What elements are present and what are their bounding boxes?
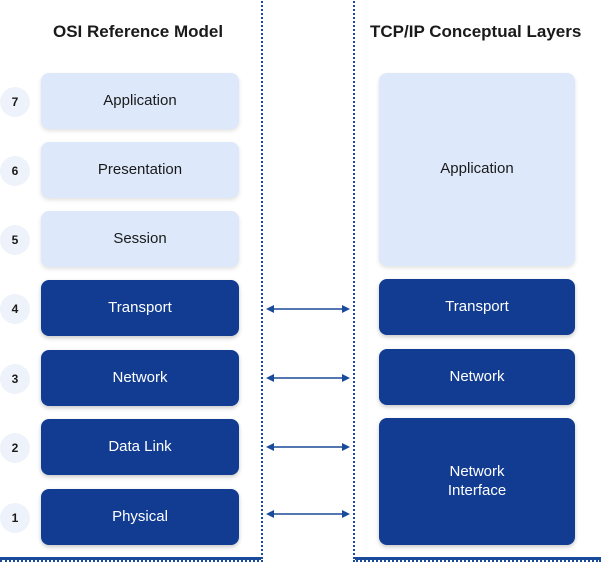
osi-panel-title: OSI Reference Model bbox=[53, 22, 224, 41]
tcpip-layer-network-label: Network bbox=[449, 367, 505, 385]
osi-layer-transport: Transport bbox=[41, 280, 239, 336]
osi-layer-data-link-label: Data Link bbox=[108, 437, 172, 455]
osi-layer-session-label: Session bbox=[113, 229, 167, 247]
tcpip-layer-network-interface-label: Network Interface bbox=[448, 463, 506, 501]
network-mapping-arrow-icon bbox=[266, 374, 350, 382]
tcpip-layer-transport-label: Transport bbox=[445, 297, 509, 315]
osi-layer-data-link: Data Link bbox=[41, 419, 239, 475]
osi-layer-network: Network bbox=[41, 350, 239, 406]
osi-layer-7-number: 7 bbox=[0, 87, 30, 117]
osi-layer-application: Application bbox=[41, 73, 239, 129]
tcpip-layer-application-label: Application bbox=[440, 160, 514, 178]
tcpip-layer-network: Network bbox=[379, 349, 575, 405]
tcpip-panel-bottom-rule bbox=[355, 557, 601, 560]
osi-layer-physical: Physical bbox=[41, 489, 239, 545]
tcpip-layer-transport: Transport bbox=[379, 279, 575, 335]
transport-mapping-arrow-icon bbox=[266, 305, 350, 313]
tcpip-layer-network-interface: Network Interface bbox=[379, 418, 575, 545]
tcpip-layer-network-interface-label-line1: Network bbox=[449, 462, 505, 480]
osi-layer-application-label: Application bbox=[103, 91, 177, 109]
physical-mapping-arrow-icon bbox=[266, 510, 350, 518]
osi-layer-4-number: 4 bbox=[0, 294, 30, 324]
osi-layer-network-label: Network bbox=[112, 368, 168, 386]
osi-layer-1-number: 1 bbox=[0, 503, 30, 533]
osi-layer-presentation-label: Presentation bbox=[97, 160, 183, 178]
osi-layer-session: Session bbox=[41, 211, 239, 267]
osi-panel-bottom-rule bbox=[0, 557, 261, 560]
osi-layer-6-number: 6 bbox=[0, 156, 30, 186]
osi-layer-5-number: 5 bbox=[0, 225, 30, 255]
tcpip-layer-application: Application bbox=[379, 73, 575, 266]
osi-layer-physical-label: Physical bbox=[112, 507, 168, 525]
tcpip-layer-network-interface-label-line2: Interface bbox=[447, 481, 507, 499]
data-link-mapping-arrow-icon bbox=[266, 443, 350, 451]
osi-layer-3-number: 3 bbox=[0, 364, 30, 394]
osi-layer-transport-label: Transport bbox=[108, 298, 172, 316]
osi-layer-2-number: 2 bbox=[0, 433, 30, 463]
tcpip-panel-title: TCP/IP Conceptual Layers bbox=[370, 22, 582, 41]
osi-layer-presentation: Presentation bbox=[41, 142, 239, 198]
